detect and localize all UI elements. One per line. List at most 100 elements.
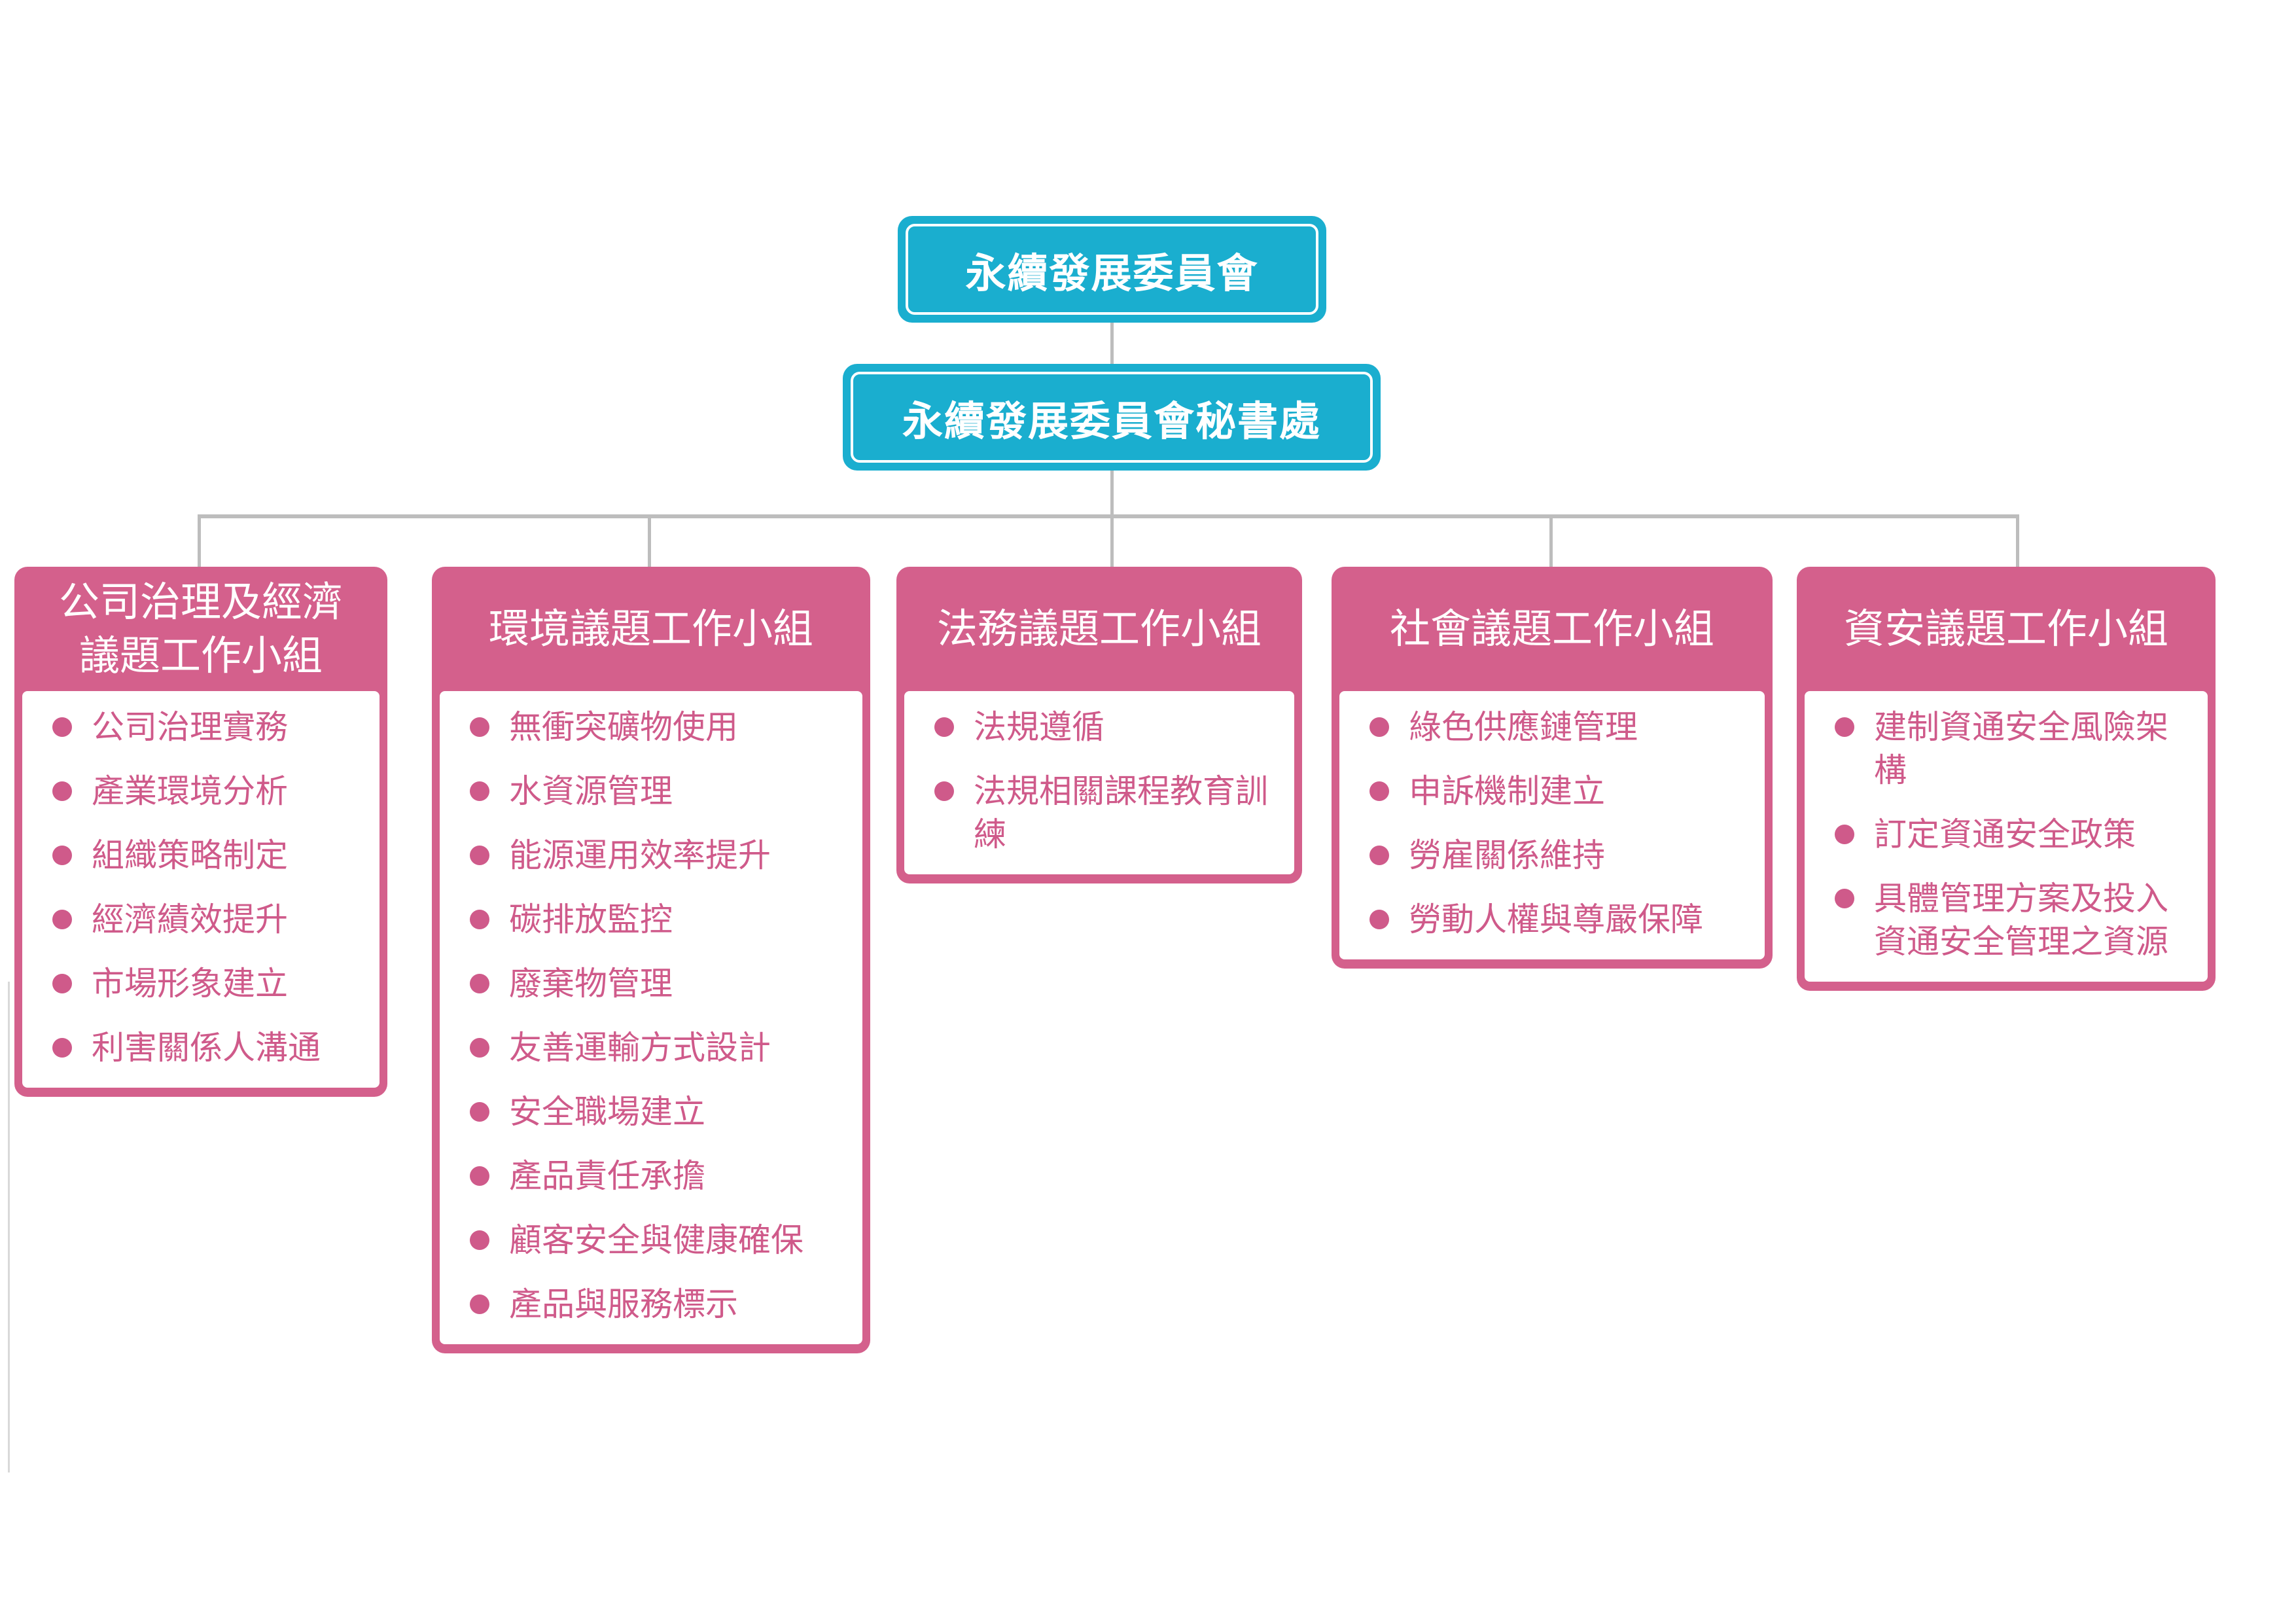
list-item-text: 申訴機制建立 — [1409, 772, 1605, 810]
list-item: 產業環境分析 — [52, 770, 366, 813]
secretariat-box: 永續發展委員會秘書處 — [843, 364, 1381, 471]
list-item-text: 產業環境分析 — [92, 772, 288, 810]
group-title: 法務議題工作小組 — [936, 605, 1262, 652]
committee-label: 永續發展委員會 — [906, 224, 1318, 315]
list-item: 碳排放監控 — [470, 898, 849, 941]
bullet-icon — [1835, 825, 1854, 844]
committee-box: 永續發展委員會 — [898, 216, 1326, 323]
bullet-icon — [470, 1230, 489, 1250]
group-item-list: 建制資通安全風險架構 訂定資通安全政策 具體管理方案及投入資通安全管理之資源 — [1805, 691, 2208, 982]
list-item-text: 法規相關課程教育訓練 — [974, 772, 1268, 853]
list-item-text: 具體管理方案及投入資通安全管理之資源 — [1874, 880, 2168, 961]
connector-to-group-5 — [2016, 514, 2019, 568]
list-item-text: 經濟績效提升 — [92, 901, 288, 938]
list-item-text: 友善運輸方式設計 — [509, 1029, 771, 1067]
group-item-list: 無衝突礦物使用 水資源管理 能源運用效率提升 碳排放監控 廢棄物管理 友善運輸方… — [440, 691, 862, 1344]
list-item: 產品與服務標示 — [470, 1283, 849, 1326]
group-social: 社會議題工作小組 綠色供應鏈管理 申訴機制建立 勞雇關係維持 勞動人權與尊嚴保障 — [1332, 567, 1773, 969]
group-title: 環境議題工作小組 — [488, 605, 813, 652]
list-item-text: 市場形象建立 — [92, 965, 288, 1003]
list-item: 經濟績效提升 — [52, 898, 366, 941]
connector-to-group-1 — [198, 514, 201, 568]
list-item-text: 組織策略制定 — [92, 836, 288, 874]
bullet-icon — [52, 781, 72, 801]
connector-to-group-3 — [1110, 514, 1114, 568]
bullet-icon — [934, 781, 954, 801]
group-title: 社會議題工作小組 — [1389, 605, 1714, 652]
bullet-icon — [1835, 717, 1854, 737]
bullet-icon — [470, 781, 489, 801]
list-item: 法規遵循 — [934, 705, 1281, 749]
connector-committee-secretariat — [1110, 323, 1114, 364]
group-item-list: 公司治理實務 產業環境分析 組織策略制定 經濟績效提升 市場形象建立 利害關係人… — [22, 691, 380, 1088]
list-item: 產品責任承擔 — [470, 1154, 849, 1198]
bullet-icon — [470, 717, 489, 737]
bullet-icon — [52, 974, 72, 993]
list-item: 組織策略制定 — [52, 834, 366, 877]
bullet-icon — [1369, 846, 1389, 865]
connector-to-group-2 — [648, 514, 651, 568]
list-item-text: 勞雇關係維持 — [1409, 836, 1605, 874]
bullet-icon — [470, 1102, 489, 1122]
list-item-text: 產品與服務標示 — [509, 1285, 738, 1323]
list-item: 無衝突礦物使用 — [470, 705, 849, 749]
list-item-text: 公司治理實務 — [92, 708, 288, 746]
list-item: 市場形象建立 — [52, 962, 366, 1005]
bullet-icon — [1835, 889, 1854, 908]
list-item-text: 建制資通安全風險架構 — [1874, 708, 2168, 789]
page-edge-line — [8, 982, 10, 1472]
bullet-icon — [470, 1038, 489, 1058]
bullet-icon — [52, 910, 72, 929]
bullet-icon — [52, 1038, 72, 1058]
bullet-icon — [52, 717, 72, 737]
list-item: 利害關係人溝通 — [52, 1026, 366, 1069]
group-item-list: 綠色供應鏈管理 申訴機制建立 勞雇關係維持 勞動人權與尊嚴保障 — [1339, 691, 1765, 959]
connector-horizontal-bus — [198, 514, 2019, 518]
list-item: 公司治理實務 — [52, 705, 366, 749]
list-item: 具體管理方案及投入資通安全管理之資源 — [1835, 877, 2195, 963]
group-infosec: 資安議題工作小組 建制資通安全風險架構 訂定資通安全政策 具體管理方案及投入資通… — [1797, 567, 2216, 991]
list-item: 綠色供應鏈管理 — [1369, 705, 1752, 749]
list-item: 勞動人權與尊嚴保障 — [1369, 898, 1752, 941]
group-environment: 環境議題工作小組 無衝突礦物使用 水資源管理 能源運用效率提升 碳排放監控 廢棄… — [432, 567, 870, 1353]
list-item-text: 安全職場建立 — [509, 1093, 705, 1131]
list-item-text: 碳排放監控 — [509, 901, 673, 938]
bullet-icon — [934, 717, 954, 737]
bullet-icon — [1369, 910, 1389, 929]
group-governance-economy: 公司治理及經濟 議題工作小組 公司治理實務 產業環境分析 組織策略制定 經濟績效… — [14, 567, 387, 1097]
list-item-text: 廢棄物管理 — [509, 965, 673, 1003]
secretariat-label: 永續發展委員會秘書處 — [851, 372, 1373, 463]
bullet-icon — [1369, 717, 1389, 737]
list-item-text: 訂定資通安全政策 — [1874, 815, 2136, 853]
list-item: 廢棄物管理 — [470, 962, 849, 1005]
list-item-text: 能源運用效率提升 — [509, 836, 771, 874]
list-item-text: 利害關係人溝通 — [92, 1029, 321, 1067]
list-item: 友善運輸方式設計 — [470, 1026, 849, 1069]
bullet-icon — [470, 974, 489, 993]
list-item: 顧客安全與健康確保 — [470, 1219, 849, 1262]
list-item-text: 水資源管理 — [509, 772, 673, 810]
bullet-icon — [470, 1294, 489, 1314]
list-item: 勞雇關係維持 — [1369, 834, 1752, 877]
list-item: 安全職場建立 — [470, 1090, 849, 1133]
list-item: 水資源管理 — [470, 770, 849, 813]
list-item-text: 產品責任承擔 — [509, 1157, 705, 1195]
group-title: 公司治理及經濟 議題工作小組 — [58, 578, 343, 679]
list-item: 訂定資通安全政策 — [1835, 813, 2195, 856]
connector-secretariat-bus — [1110, 471, 1114, 529]
group-item-list: 法規遵循 法規相關課程教育訓練 — [904, 691, 1294, 874]
list-item: 能源運用效率提升 — [470, 834, 849, 877]
connector-to-group-4 — [1549, 514, 1553, 568]
bullet-icon — [1369, 781, 1389, 801]
list-item: 法規相關課程教育訓練 — [934, 770, 1281, 856]
list-item-text: 勞動人權與尊嚴保障 — [1409, 901, 1703, 938]
bullet-icon — [470, 1166, 489, 1186]
bullet-icon — [470, 910, 489, 929]
list-item-text: 顧客安全與健康確保 — [509, 1221, 804, 1259]
list-item: 申訴機制建立 — [1369, 770, 1752, 813]
bullet-icon — [52, 846, 72, 865]
list-item-text: 法規遵循 — [974, 708, 1104, 746]
group-legal: 法務議題工作小組 法規遵循 法規相關課程教育訓練 — [896, 567, 1302, 883]
group-title: 資安議題工作小組 — [1843, 605, 2168, 652]
